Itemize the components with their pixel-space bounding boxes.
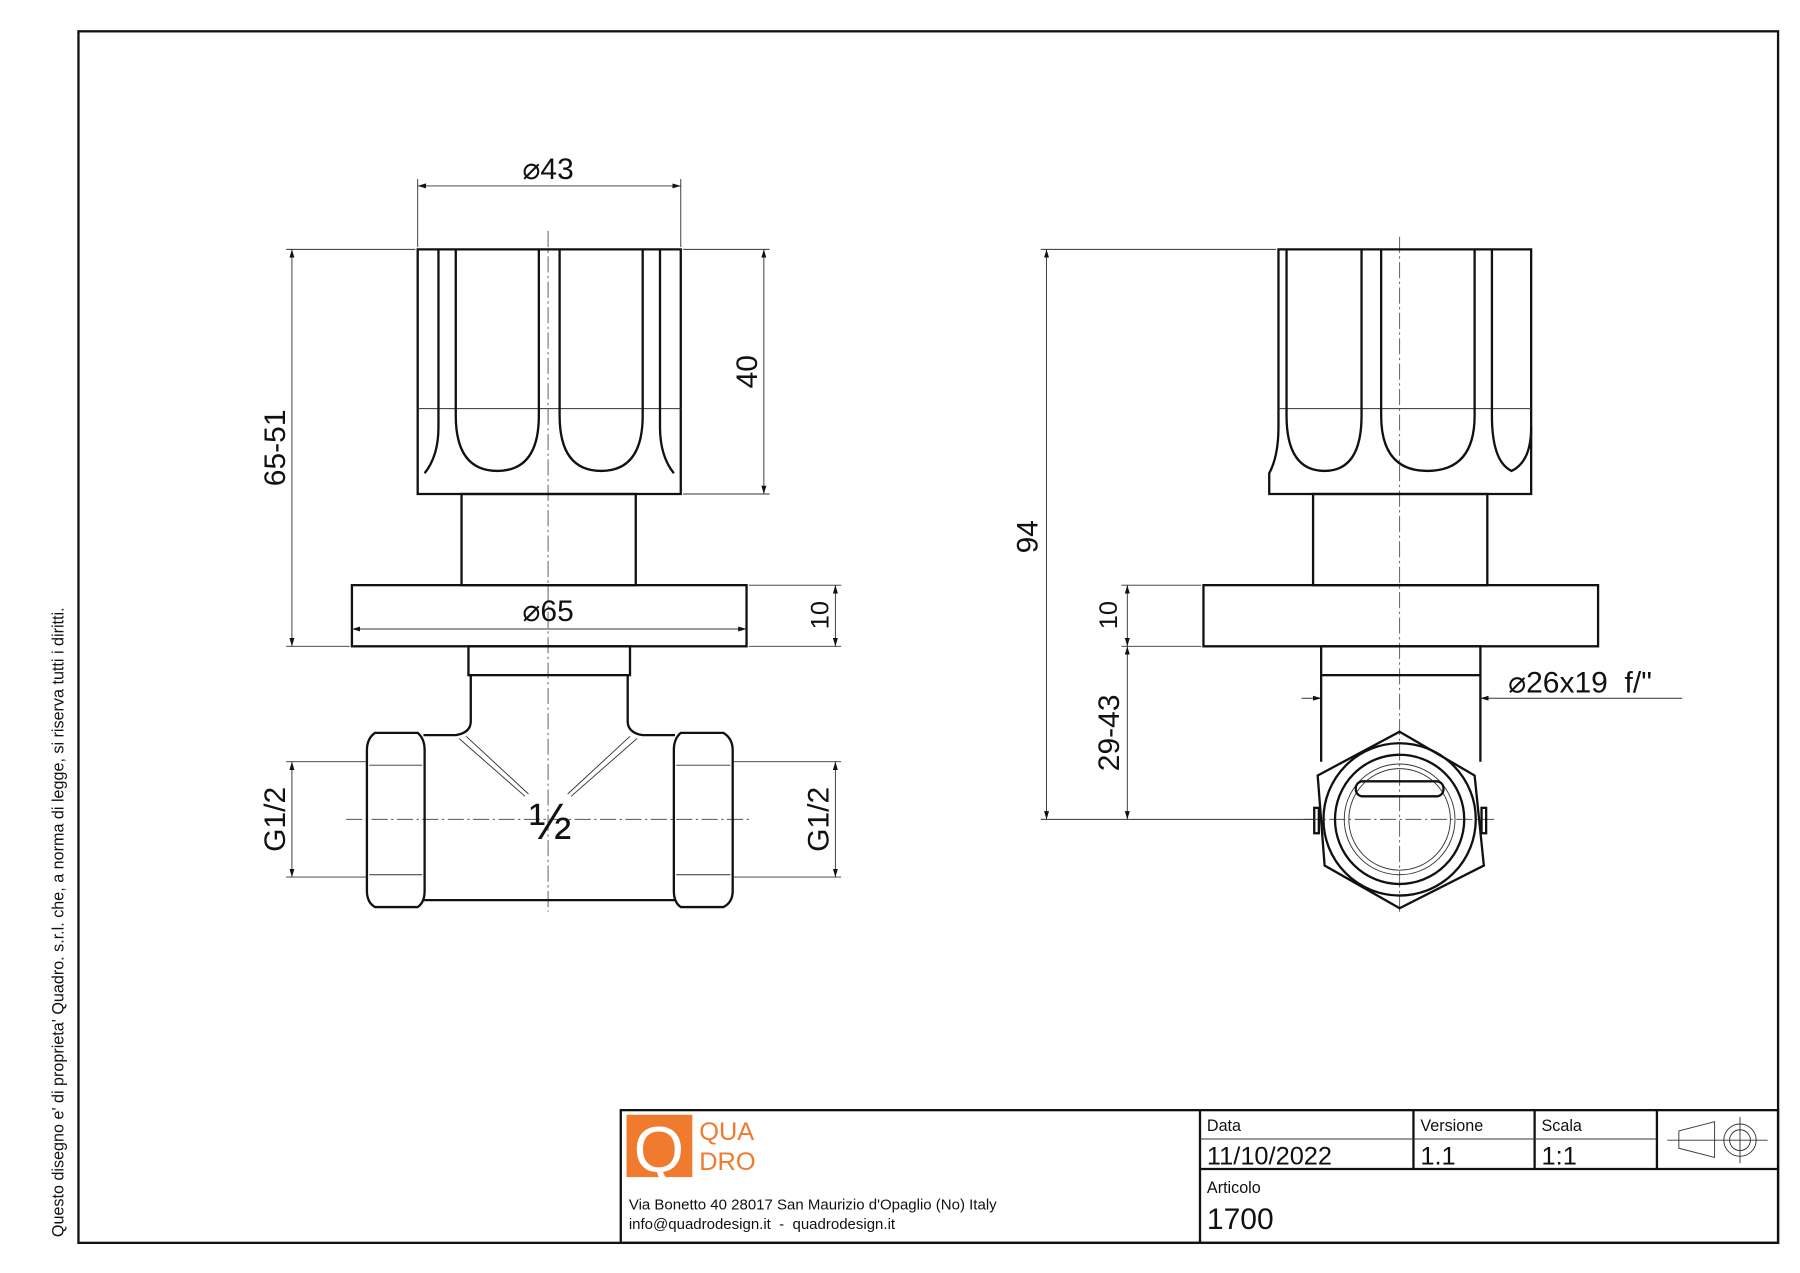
scale-label: Scala bbox=[1542, 1117, 1582, 1135]
logo-letter: Q bbox=[634, 1113, 684, 1185]
dim-thread-right: G1/2 bbox=[802, 787, 835, 852]
article-value: 1700 bbox=[1207, 1203, 1274, 1236]
dim-flange-thickness: 10 bbox=[806, 601, 834, 629]
side-view-dimensions: 94 10 29-43 ⌀26x19 f/" bbox=[1011, 248, 1683, 820]
date-label: Data bbox=[1207, 1117, 1241, 1135]
front-view-dimensions: ⌀43 65-51 40 ⌀65 10 G1/2 G1/2 ½ bbox=[259, 153, 842, 878]
drawing-frame bbox=[77, 30, 1780, 1244]
dim-flange-diameter: ⌀65 bbox=[522, 595, 573, 628]
front-view bbox=[346, 230, 750, 912]
dim-thread-left: G1/2 bbox=[259, 787, 292, 852]
date-value: 11/10/2022 bbox=[1207, 1142, 1332, 1170]
company-address: Via Bonetto 40 28017 San Maurizio d'Opag… bbox=[629, 1196, 997, 1213]
port-size-label: ½ bbox=[529, 793, 571, 850]
title-block: Q QUA DRO Via Bonetto 40 28017 San Mauri… bbox=[619, 1109, 1780, 1244]
scale-value: 1:1 bbox=[1542, 1142, 1577, 1170]
projection-symbol-icon bbox=[1667, 1117, 1768, 1164]
dim-handle-diameter: ⌀43 bbox=[522, 153, 573, 186]
version-value: 1.1 bbox=[1420, 1142, 1455, 1170]
dim-total-height: 94 bbox=[1011, 520, 1044, 553]
side-view bbox=[1202, 236, 1600, 912]
version-label: Versione bbox=[1420, 1117, 1483, 1135]
quadro-logo: Q QUA DRO bbox=[626, 1113, 756, 1185]
dim-flange-thickness-side: 10 bbox=[1095, 601, 1123, 629]
logo-text-bottom: DRO bbox=[699, 1148, 755, 1176]
company-contact: info@quadrodesign.it - quadrodesign.it bbox=[629, 1216, 896, 1233]
article-label: Articolo bbox=[1207, 1179, 1261, 1197]
dim-overall-range: 65-51 bbox=[259, 409, 292, 486]
logo-text-top: QUA bbox=[699, 1118, 754, 1146]
dim-spindle: ⌀26x19 f/" bbox=[1508, 666, 1652, 699]
dim-handle-height: 40 bbox=[731, 355, 764, 388]
dim-body-range: 29-43 bbox=[1093, 694, 1126, 771]
copyright-note: Questo disegno e' di proprieta' Quadro. … bbox=[49, 607, 67, 1237]
